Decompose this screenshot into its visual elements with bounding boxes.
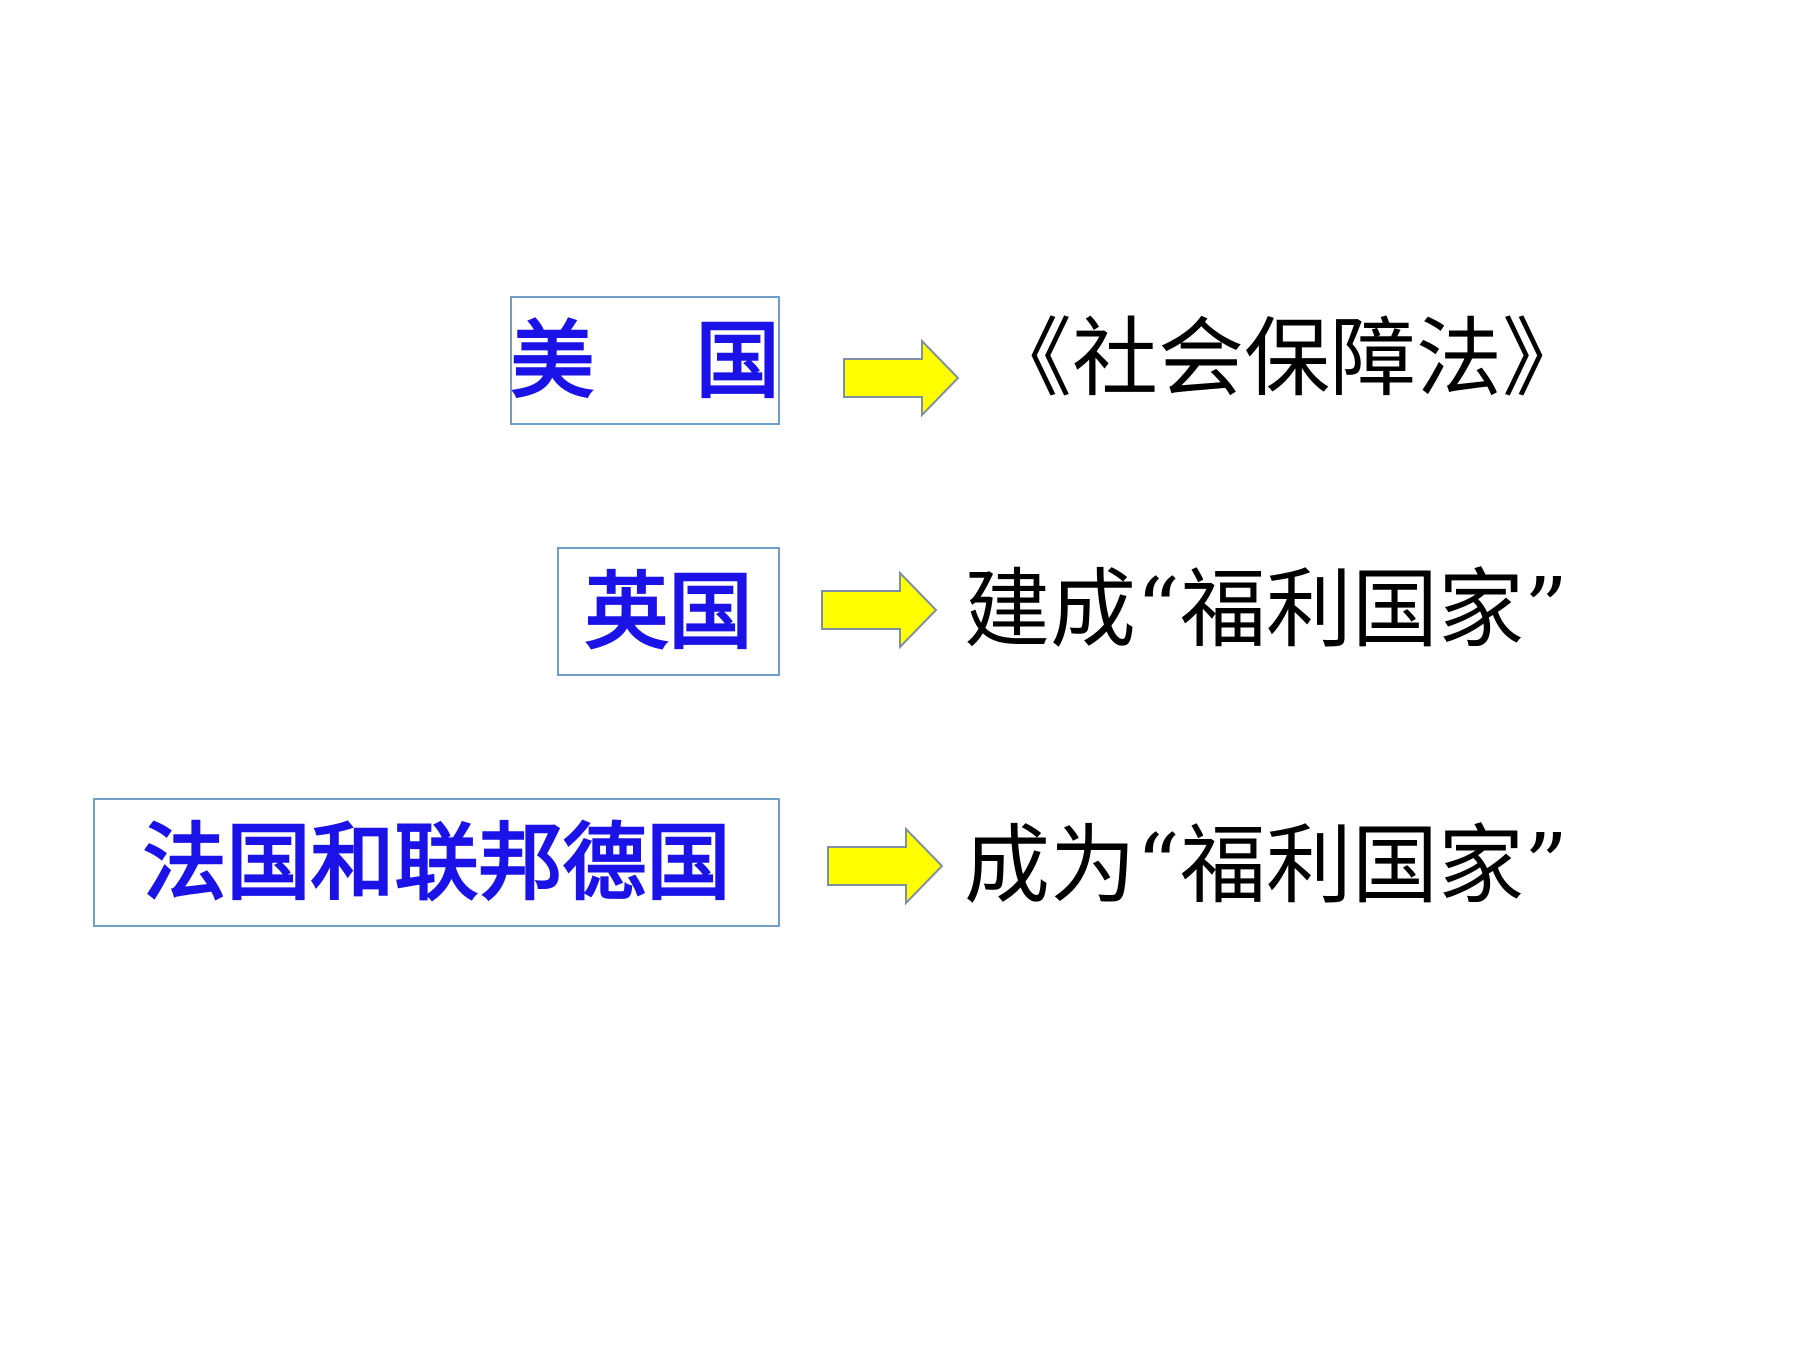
country-box-uk: 英国 <box>557 547 780 676</box>
outcome-france-west-germany: 成为“福利国家” <box>964 816 1568 916</box>
outcome-usa: 《社会保障法》 <box>986 309 1588 409</box>
country-label-uk: 英国 <box>584 562 753 661</box>
arrow-right-icon <box>826 827 944 905</box>
country-label-france-west-germany: 法国和联邦德国 <box>142 813 731 912</box>
outcome-uk: 建成“福利国家” <box>964 560 1568 660</box>
arrow-right-icon <box>842 339 960 417</box>
country-box-usa: 美 国 <box>510 296 780 425</box>
country-label-usa: 美 国 <box>510 311 816 410</box>
country-box-france-west-germany: 法国和联邦德国 <box>93 798 780 927</box>
arrow-right-icon <box>820 571 938 649</box>
